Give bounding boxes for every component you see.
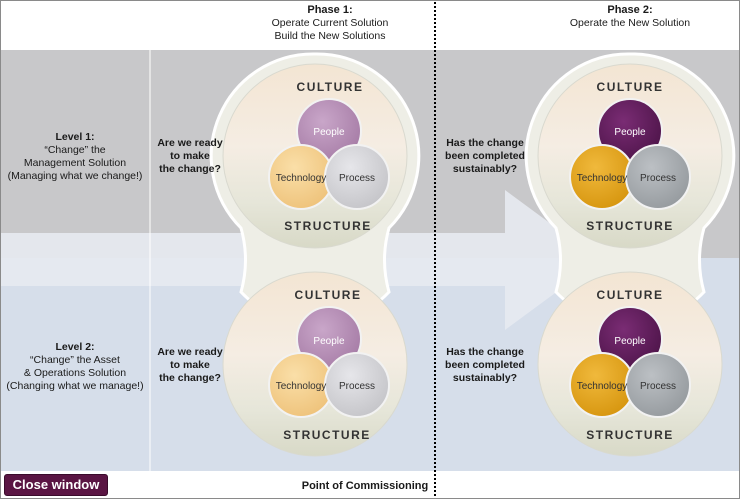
level2-line1: “Change” the Asset	[30, 354, 120, 366]
structure-label: STRUCTURE	[586, 428, 674, 442]
level1-line2: Management Solution	[23, 157, 127, 169]
people-label: People	[313, 127, 345, 138]
question-line: Has the change	[446, 346, 524, 358]
question-line: sustainably?	[452, 372, 518, 384]
culture-label: CULTURE	[597, 288, 664, 302]
people-label: People	[313, 336, 345, 347]
close-window-button[interactable]: Close window	[4, 474, 108, 496]
phase2-header: Phase 2: Operate the New Solution	[555, 4, 705, 30]
culture-label: CULTURE	[297, 80, 364, 94]
level1-title: Level 1:	[55, 131, 95, 143]
question-ready-level2: Are we ready to make the change?	[150, 346, 230, 385]
question-line: Are we ready	[157, 346, 223, 358]
venn-phase1-level2: CULTURE People Technology Process STRUCT…	[268, 288, 390, 442]
level1-line3: (Managing what we change!)	[7, 170, 143, 182]
question-line: to make	[170, 150, 210, 162]
question-line: been completed	[445, 359, 525, 371]
culture-label: CULTURE	[597, 80, 664, 94]
question-line: the change?	[159, 372, 221, 384]
venn-phase2-level2: CULTURE People Technology Process STRUCT…	[569, 288, 691, 442]
technology-label: Technology	[577, 381, 628, 392]
question-completed-level2: Has the change been completed sustainabl…	[440, 346, 530, 385]
culture-label: CULTURE	[295, 288, 362, 302]
venn-phase1-level1: CULTURE People Technology Process STRUCT…	[268, 80, 390, 233]
question-line: to make	[170, 359, 210, 371]
process-label: Process	[339, 173, 375, 184]
structure-label: STRUCTURE	[586, 219, 674, 233]
question-line: the change?	[159, 163, 221, 175]
process-label: Process	[339, 381, 375, 392]
level2-line2: & Operations Solution	[23, 367, 127, 379]
level2-line3: (Changing what we manage!)	[6, 380, 144, 392]
process-circle	[625, 144, 691, 210]
level2-title: Level 2:	[55, 341, 95, 353]
question-line: been completed	[445, 150, 525, 162]
technology-label: Technology	[276, 173, 327, 184]
people-label: People	[614, 127, 646, 138]
phase1-line2: Build the New Solutions	[274, 30, 386, 42]
phase2-title: Phase 2:	[607, 4, 653, 16]
process-label: Process	[640, 381, 676, 392]
phase1-line1: Operate Current Solution	[271, 17, 389, 29]
people-label: People	[614, 336, 646, 347]
technology-label: Technology	[577, 173, 628, 184]
level1-label: Level 1: “Change” the Management Solutio…	[2, 131, 148, 183]
question-ready-level1: Are we ready to make the change?	[150, 137, 230, 176]
structure-label: STRUCTURE	[283, 428, 371, 442]
level1-line1: “Change” the	[44, 144, 106, 156]
process-label: Process	[640, 173, 676, 184]
phase1-title: Phase 1:	[307, 4, 353, 16]
level2-label: Level 2: “Change” the Asset & Operations…	[2, 341, 148, 393]
point-of-commissioning-label: Point of Commissioning	[301, 480, 429, 492]
question-line: Are we ready	[157, 137, 223, 149]
technology-label: Technology	[276, 381, 327, 392]
process-circle	[324, 352, 390, 418]
venn-phase2-level1: CULTURE People Technology Process STRUCT…	[569, 80, 691, 233]
question-line: Has the change	[446, 137, 524, 149]
question-completed-level1: Has the change been completed sustainabl…	[440, 137, 530, 176]
question-line: sustainably?	[452, 163, 518, 175]
phase2-line1: Operate the New Solution	[569, 17, 691, 29]
process-circle	[324, 144, 390, 210]
phase1-header: Phase 1: Operate Current Solution Build …	[255, 4, 405, 43]
structure-label: STRUCTURE	[284, 219, 372, 233]
process-circle	[625, 352, 691, 418]
